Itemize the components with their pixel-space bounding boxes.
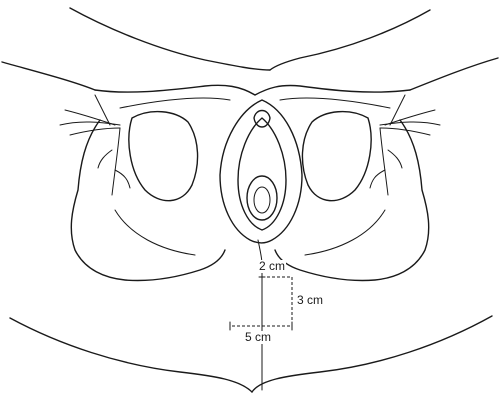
upper-right-outer-curve xyxy=(410,58,498,90)
left-ischial-outline xyxy=(71,120,225,281)
upper-left-outer-curve xyxy=(2,62,95,90)
measure-top-tick xyxy=(259,273,265,281)
right-obturator-foramen xyxy=(302,112,371,201)
pelvic-frame-inner-top xyxy=(120,98,390,108)
depth-label: 3 cm xyxy=(296,294,324,307)
lower-left-buttock-curve xyxy=(10,318,252,392)
right-ischial-inner xyxy=(305,210,385,255)
upper-left-thigh-contour xyxy=(70,8,270,70)
upper-right-thigh-contour xyxy=(270,10,430,70)
left-vessel-branches xyxy=(60,95,130,195)
right-ischial-outline xyxy=(275,120,429,281)
right-vessel-branches xyxy=(370,95,440,195)
top-width-label: 2 cm xyxy=(258,260,286,273)
lower-right-buttock-curve xyxy=(252,316,492,392)
vaginal-opening-inner xyxy=(254,187,270,213)
bottom-width-label: 5 cm xyxy=(244,331,272,344)
outer-labia xyxy=(220,100,302,243)
left-ischial-inner xyxy=(115,210,195,255)
pelvic-frame-top xyxy=(95,85,410,95)
left-obturator-foramen xyxy=(129,112,198,201)
